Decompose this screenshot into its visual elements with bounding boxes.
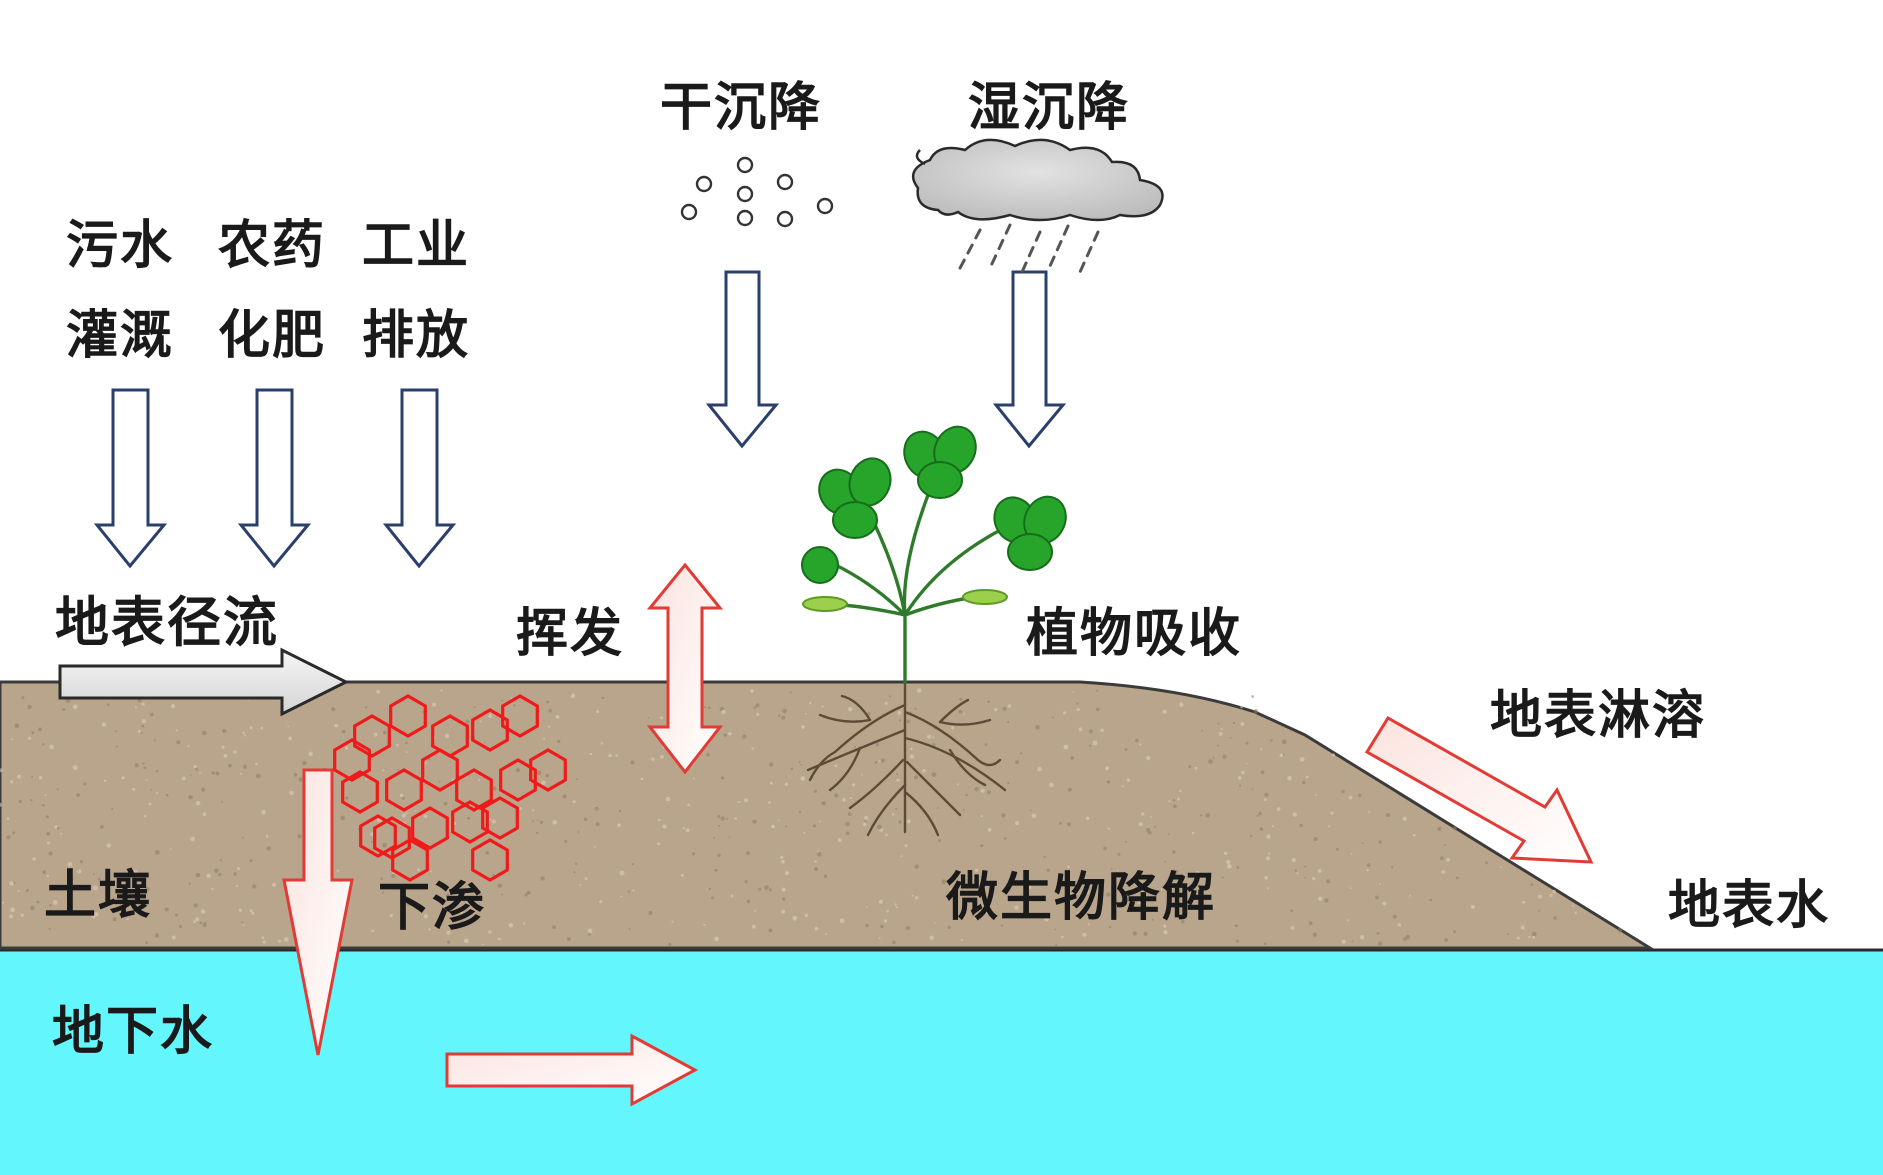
industry-label: 工业 bbox=[362, 216, 471, 276]
surface-runoff-label: 地表径流 bbox=[55, 591, 279, 654]
pollutant-ring bbox=[451, 800, 489, 844]
soil-label: 土壤 bbox=[44, 866, 153, 926]
process-arrows bbox=[282, 562, 1594, 1107]
industrial-discharge-arrow bbox=[382, 388, 457, 569]
pesticide-fertilizer-arrow bbox=[237, 388, 312, 569]
soil-texture bbox=[0, 688, 1623, 946]
pollutant-ring bbox=[421, 748, 459, 792]
pollutant-ring bbox=[471, 838, 509, 882]
dry-deposition-label: 干沉降 bbox=[660, 78, 823, 138]
pollutant-ring bbox=[333, 738, 371, 782]
pollutant-ring bbox=[359, 814, 397, 858]
fertilizer-label: 化肥 bbox=[218, 306, 327, 366]
infiltration-arrow bbox=[282, 768, 354, 1056]
sewage-label: 污水 bbox=[66, 216, 175, 276]
pollutant-ring bbox=[389, 694, 427, 738]
surface-runoff-arrow bbox=[58, 647, 350, 717]
surface-leaching-label: 地表淋溶 bbox=[1490, 686, 1707, 746]
wet-deposition-arrow bbox=[992, 270, 1067, 449]
plant-roots bbox=[806, 680, 1007, 837]
pollutant-ring bbox=[501, 694, 539, 738]
input-arrows bbox=[93, 270, 1067, 569]
irrigation-label: 灌溉 bbox=[66, 306, 175, 366]
pollutant-ring bbox=[455, 768, 493, 812]
plant-icon bbox=[801, 425, 1067, 684]
volatilization-arrow bbox=[646, 562, 724, 775]
pollutant-ring bbox=[471, 708, 509, 752]
surface-water-label: 地表水 bbox=[1668, 876, 1831, 936]
soil-layer bbox=[0, 680, 1656, 950]
discharge-label: 排放 bbox=[362, 306, 471, 366]
sewage-irrigation-arrow bbox=[93, 388, 168, 569]
rain-cloud-icon bbox=[911, 138, 1164, 274]
plant-uptake-label: 植物吸收 bbox=[1026, 604, 1243, 664]
infiltration-label: 下渗 bbox=[378, 878, 487, 938]
pollutant-ring-icon bbox=[333, 694, 567, 882]
pollutant-ring bbox=[499, 758, 537, 802]
dry-particle-icon bbox=[680, 156, 834, 228]
groundwater-layer bbox=[0, 950, 1883, 1175]
wet-deposition-label: 湿沉降 bbox=[968, 78, 1131, 138]
pollutant-ring bbox=[341, 770, 379, 814]
pollutant-ring bbox=[391, 838, 429, 882]
surface-leaching-arrow bbox=[1364, 715, 1594, 864]
volatilization-label: 挥发 bbox=[516, 604, 625, 664]
pollutant-ring bbox=[481, 796, 519, 840]
dry-deposition-arrow bbox=[705, 270, 780, 449]
groundwater-flow-arrow bbox=[445, 1033, 699, 1107]
pesticide-label: 农药 bbox=[218, 216, 327, 276]
groundwater-label: 地下水 bbox=[52, 1002, 215, 1062]
pollutant-ring bbox=[529, 748, 567, 792]
microbial-degradation-label: 微生物降解 bbox=[946, 868, 1217, 928]
pollutant-ring bbox=[411, 806, 449, 850]
